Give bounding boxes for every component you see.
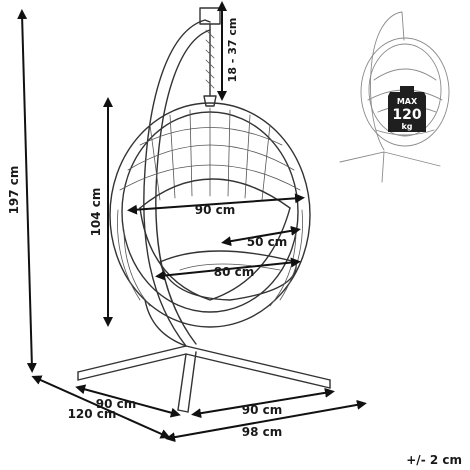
- dimension-basket-width: 90 cm: [127, 193, 305, 217]
- label-basket-width: 90 cm: [195, 203, 236, 217]
- dimension-seat-width: 80 cm: [155, 257, 301, 281]
- chain: [203, 23, 217, 107]
- dimension-basket-height: 104 cm: [89, 97, 113, 327]
- tolerance-note: +/- 2 cm: [406, 453, 462, 467]
- dimension-total-height: 197 cm: [7, 9, 37, 373]
- max-load-badge: MAX 120 kg: [388, 86, 426, 132]
- badge-weight-value: 120: [392, 107, 421, 123]
- label-base-front-width: 90 cm: [242, 403, 283, 417]
- badge-max-label: MAX: [397, 97, 418, 106]
- label-base-depth: 120 cm: [68, 407, 117, 421]
- dimension-base-depth: 120 cm: [31, 375, 171, 439]
- label-seat-width: 80 cm: [214, 265, 255, 279]
- dimension-chain-length: 18 - 37 cm: [217, 0, 239, 101]
- dimension-seat-depth: 50 cm: [221, 225, 301, 249]
- basket-chair: [109, 102, 311, 347]
- label-seat-depth: 50 cm: [247, 235, 288, 249]
- label-chain-length: 18 - 37 cm: [226, 18, 239, 83]
- badge-unit: kg: [401, 122, 412, 131]
- label-total-height: 197 cm: [7, 166, 21, 215]
- label-base-total-width: 98 cm: [242, 425, 283, 439]
- dimension-base-total-width: 98 cm: [165, 399, 367, 443]
- label-basket-height: 104 cm: [89, 188, 103, 237]
